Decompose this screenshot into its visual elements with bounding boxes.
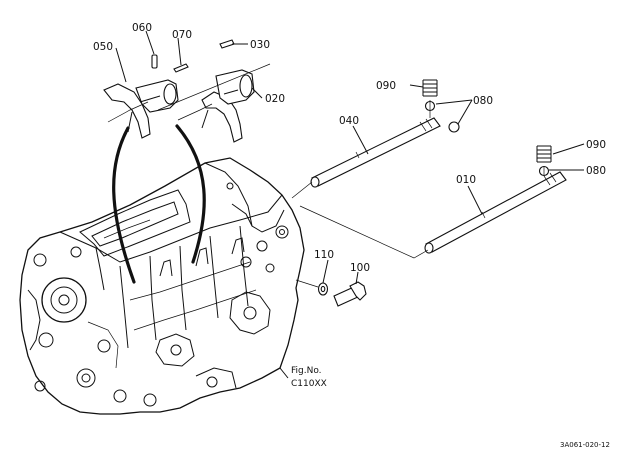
shift-cables — [112, 124, 206, 284]
shift-fork-050 — [103, 79, 179, 139]
label-010: 010 — [456, 174, 476, 186]
figure-note: Fig.No. C110XX — [291, 366, 327, 389]
pin-070 — [173, 63, 189, 73]
label-110: 110 — [314, 249, 334, 261]
shift-fork-020 — [201, 69, 255, 143]
figure-note-line1: Fig.No. — [291, 366, 322, 376]
shift-rod-010 — [424, 171, 567, 254]
label-090-upper: 090 — [376, 80, 396, 92]
label-020: 020 — [265, 93, 285, 105]
pin-060 — [151, 54, 158, 69]
label-070: 070 — [172, 29, 192, 41]
part-labels: 050 060 070 030 020 040 090 080 010 090 … — [93, 22, 606, 274]
label-090-lower: 090 — [586, 139, 606, 151]
label-060: 060 — [132, 22, 152, 34]
label-050: 050 — [93, 41, 113, 53]
label-100: 100 — [350, 262, 370, 274]
spring-090-lower — [536, 145, 552, 163]
transmission-housing — [19, 157, 305, 415]
drawing-code: 3A061-020-12 — [560, 441, 610, 449]
spring-090-upper — [422, 79, 438, 97]
assembly-lines — [107, 63, 545, 288]
label-030: 030 — [250, 39, 270, 51]
figure-note-line2: C110XX — [291, 379, 327, 389]
washer-110 — [317, 282, 329, 296]
bolt-100 — [333, 281, 367, 307]
label-040: 040 — [339, 115, 359, 127]
label-080-lower: 080 — [586, 165, 606, 177]
label-080-upper: 080 — [473, 95, 493, 107]
leader-lines — [115, 30, 585, 379]
shift-rod-040 — [310, 117, 441, 188]
pin-030 — [219, 39, 235, 49]
